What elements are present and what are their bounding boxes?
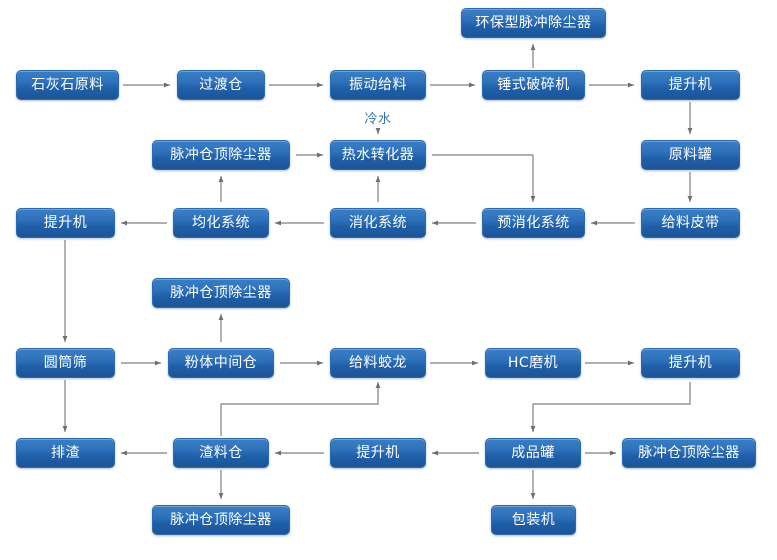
process-node[interactable]: 均化系统 [173,208,269,238]
process-node[interactable]: 粉体中间仓 [168,348,274,378]
connector-arrow [432,154,536,202]
annotation-label: 冷水 [364,112,392,127]
process-node[interactable]: 提升机 [641,348,740,378]
process-node[interactable]: 原料罐 [641,140,740,170]
process-node[interactable]: 给料蛟龙 [330,348,426,378]
process-node[interactable]: 热水转化器 [330,140,426,170]
process-node[interactable]: 预消化系统 [482,208,585,238]
process-node[interactable]: 锤式破碎机 [482,70,585,100]
process-node[interactable]: 环保型脉冲除尘器 [461,8,606,38]
process-node[interactable]: 过渡仓 [177,70,265,100]
process-node[interactable]: 提升机 [16,208,115,238]
process-node[interactable]: 渣料仓 [173,438,269,468]
process-node[interactable]: 提升机 [330,438,426,468]
process-node[interactable]: 提升机 [641,70,740,100]
process-node[interactable]: 脉冲仓顶除尘器 [152,278,290,308]
process-node[interactable]: 圆筒筛 [16,348,115,378]
process-node[interactable]: 包装机 [491,505,576,535]
process-node[interactable]: 排渣 [16,438,115,468]
process-node[interactable]: 脉冲仓顶除尘器 [152,140,290,170]
process-node[interactable]: 石灰石原料 [16,70,119,100]
connector-arrow [530,382,691,432]
process-node[interactable]: 脉冲仓顶除尘器 [152,505,290,535]
process-node[interactable]: 振动给料 [330,70,426,100]
connector-arrow [220,382,381,436]
process-node[interactable]: 脉冲仓顶除尘器 [622,438,756,468]
process-node[interactable]: 消化系统 [330,208,426,238]
process-node[interactable]: 给料皮带 [641,208,740,238]
process-node[interactable]: 成品罐 [485,438,581,468]
process-node[interactable]: HC磨机 [485,348,581,378]
